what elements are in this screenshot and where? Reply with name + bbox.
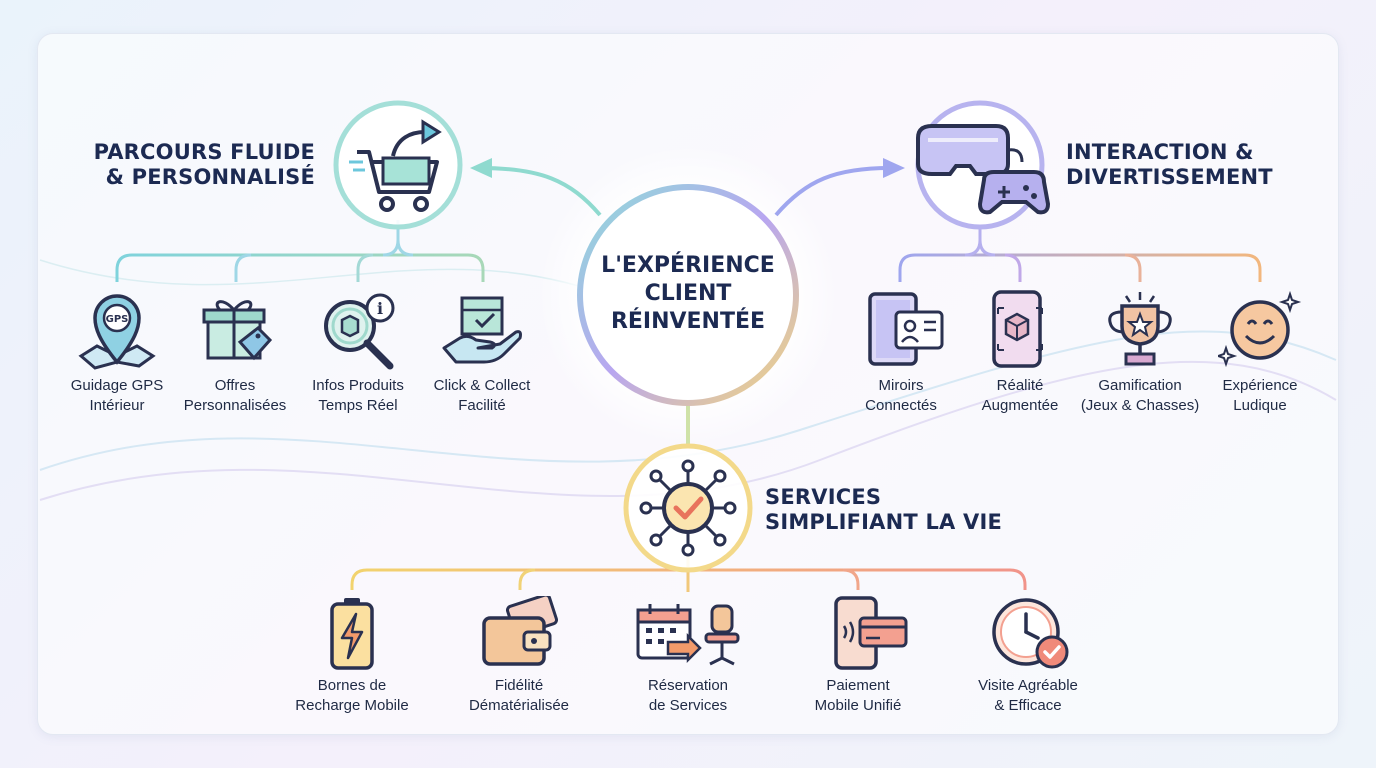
- gps-pin-icon: GPS: [78, 294, 156, 370]
- ar-phone-icon: [992, 290, 1043, 368]
- svg-text:i: i: [377, 299, 383, 318]
- magnifier-info-icon: i: [324, 293, 395, 370]
- smiley-icon: [1218, 290, 1302, 368]
- center-title: L'EXPÉRIENCE CLIENT RÉINVENTÉE: [601, 253, 775, 334]
- battery-charge-icon: [330, 598, 374, 670]
- section-title-interaction: INTERACTION & DIVERTISSEMENT: [1066, 140, 1273, 189]
- smart-mirror-icon: [868, 292, 944, 366]
- hand-package-icon: [442, 296, 522, 364]
- network-check-icon: [639, 459, 737, 557]
- item-label-gamification: Gamification(Jeux & Chasses): [1080, 377, 1200, 414]
- vr-headset-gamepad-icon: [916, 124, 1051, 215]
- wallet-card-icon: [482, 596, 559, 666]
- calendar-chair-icon: [636, 604, 740, 666]
- mobile-payment-icon: [834, 596, 908, 670]
- svg-text:GPS: GPS: [106, 314, 129, 325]
- shopping-cart-arrow-icon: [349, 119, 442, 212]
- gift-tag-icon: [202, 300, 273, 361]
- clock-check-icon: [992, 598, 1069, 669]
- item-label-visite: Visite Agréable& Efficace: [978, 677, 1078, 714]
- trophy-icon: [1108, 292, 1172, 366]
- section-title-parcours: PARCOURS FLUIDE & PERSONNALISÉ: [93, 140, 315, 189]
- section-title-services: SERVICES SIMPLIFIANT LA VIE: [765, 485, 1002, 534]
- center-hub-ring: [577, 184, 799, 406]
